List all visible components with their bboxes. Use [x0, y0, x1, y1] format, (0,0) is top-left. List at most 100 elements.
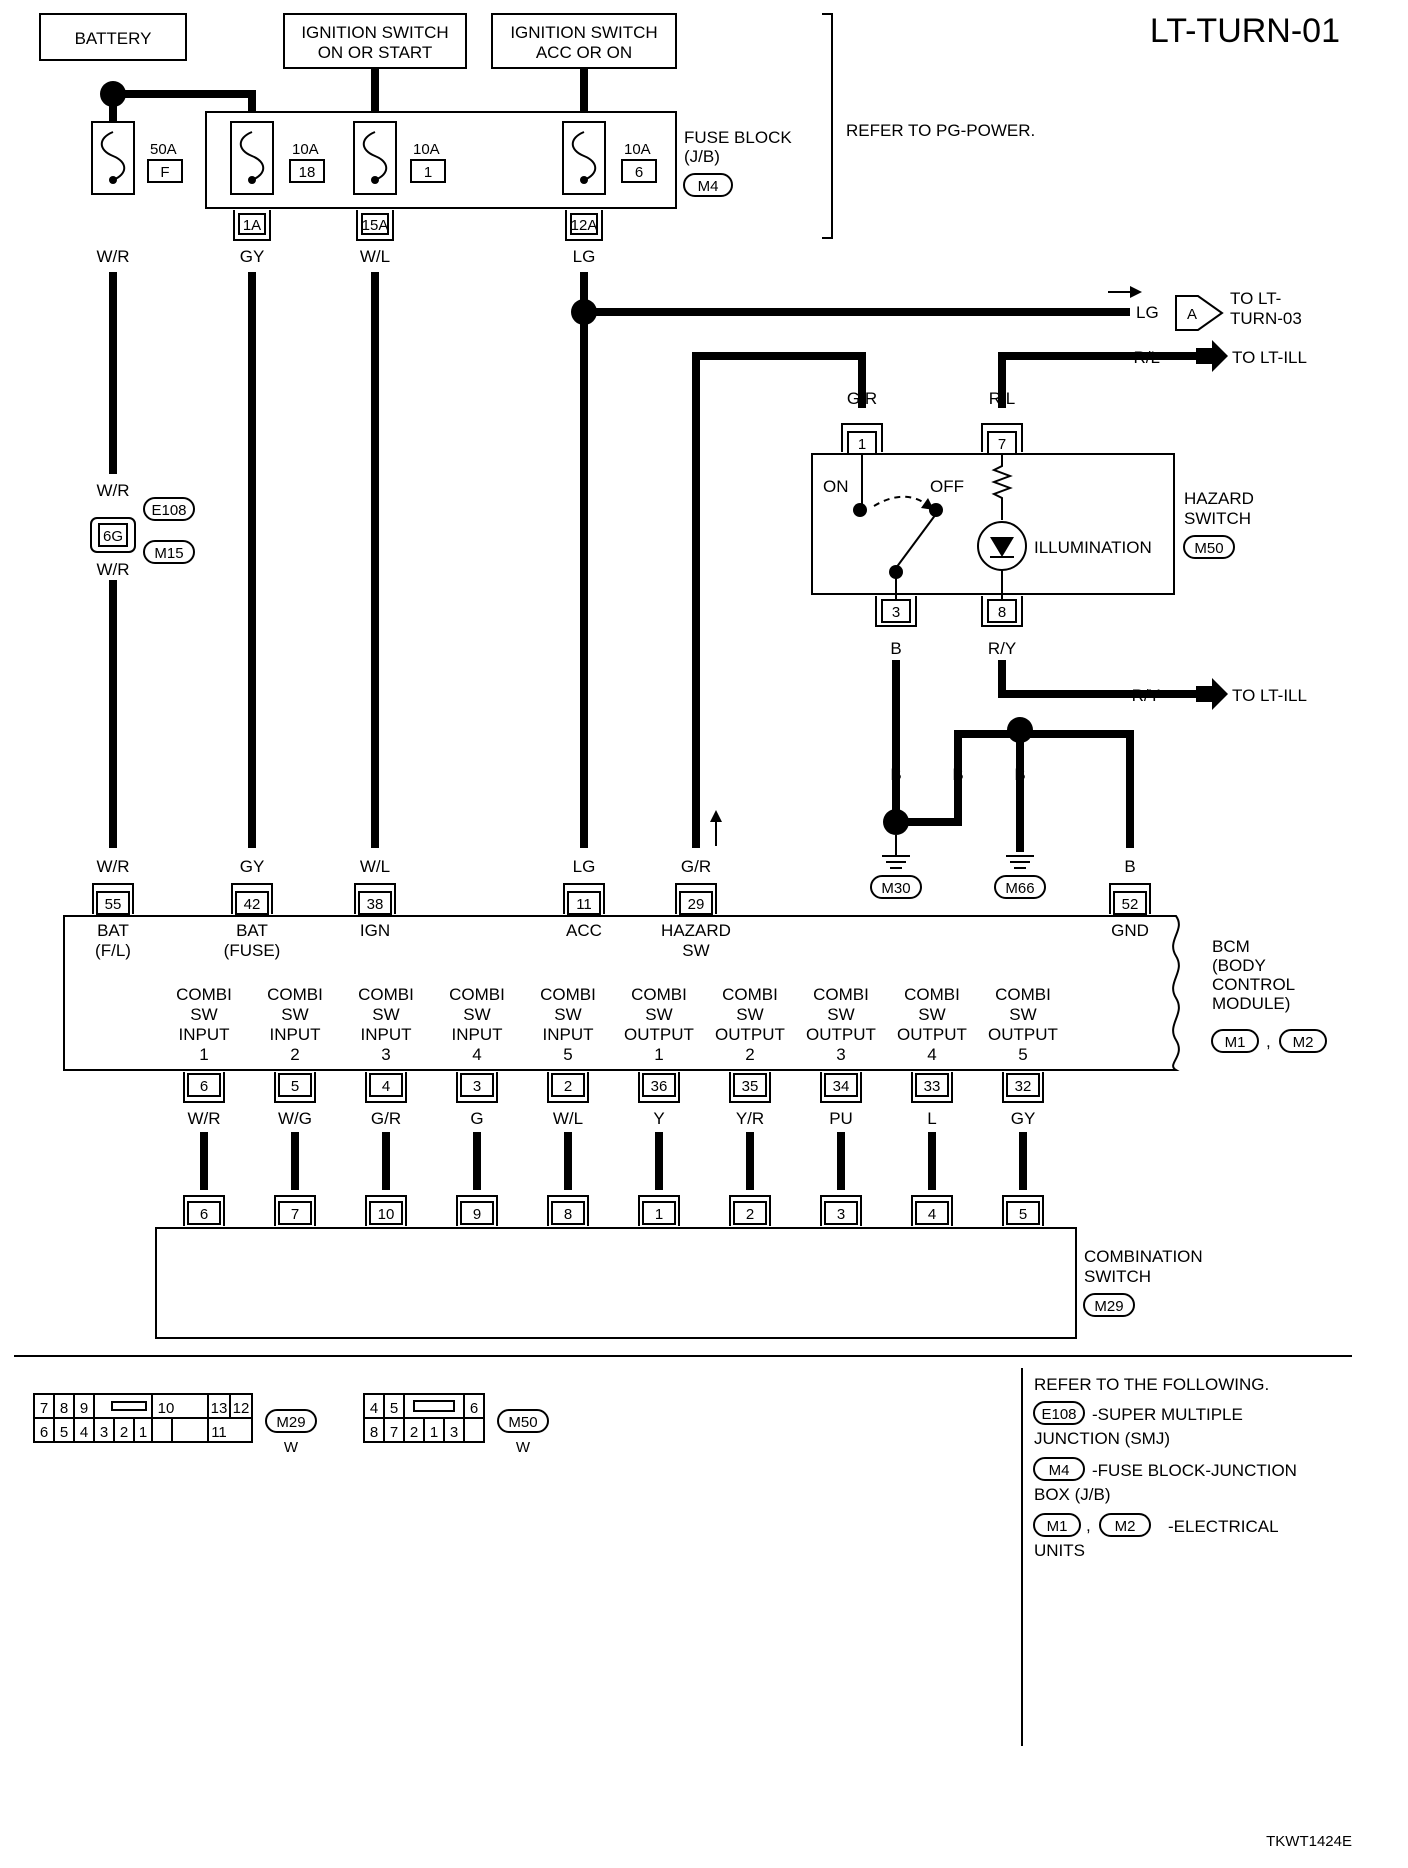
m50-face-5: 5	[390, 1400, 398, 1417]
fuse-block-connector-pill: M4	[683, 173, 733, 197]
bcm-bottom-pin-name-3: INPUT	[179, 1025, 230, 1044]
refer-m4-text-1: -FUSE BLOCK-JUNCTION	[1092, 1461, 1297, 1480]
hazard-off-label: OFF	[930, 477, 964, 496]
ground-wire-b-1: B	[890, 765, 901, 784]
combi-switch-label-2: SWITCH	[1084, 1267, 1151, 1286]
fuse-term-12a: 12A	[565, 210, 603, 241]
smj-conn-m15: M15	[154, 545, 183, 562]
bcm-top-pin-num: 52	[1122, 896, 1139, 913]
refer-m12-text-2: UNITS	[1034, 1541, 1085, 1560]
refer-code-sep: ,	[1086, 1516, 1091, 1535]
to-ill-2-wire: R/Y	[1132, 686, 1160, 705]
ground-m30: M30	[870, 835, 922, 899]
bcm-bottom-pin-name-1: COMBI	[267, 985, 323, 1004]
bcm-label-4: MODULE)	[1212, 994, 1290, 1013]
bcm-top-pins: W/R55BAT(F/L)GY42BAT(FUSE)W/L38IGNLG11AC…	[92, 857, 1151, 960]
bcm-bottom-pin-name-2: SW	[827, 1005, 854, 1024]
bcm-bottom-pin-name-1: COMBI	[995, 985, 1051, 1004]
bcm-bottom-pin-name-2: SW	[281, 1005, 308, 1024]
hazard-contact-off	[929, 503, 943, 517]
fuse-f-amp: 50A	[150, 141, 177, 158]
fuse-block-label-1: FUSE BLOCK	[684, 128, 792, 147]
bcm-bottom-pin-name-1: COMBI	[631, 985, 687, 1004]
hazard-switch-body	[811, 453, 1175, 595]
fuse-18-amp: 10A	[292, 141, 319, 158]
bcm-bottom-pin-name-3: OUTPUT	[624, 1025, 694, 1044]
power-bracket	[822, 13, 833, 239]
fuse-f: 50A F	[91, 121, 183, 195]
ground-wire-b-3: B	[1014, 765, 1025, 784]
bcm-top-wire-color: B	[1124, 857, 1135, 876]
illumination-label: ILLUMINATION	[1034, 538, 1152, 557]
bcm-bottom-wire-color: W/L	[553, 1109, 583, 1128]
m29-face-7: 7	[40, 1400, 48, 1417]
bcm-bottom-pin-name-1: COMBI	[722, 985, 778, 1004]
combi-pin-num: 4	[928, 1206, 936, 1223]
refer-e108-text-2: JUNCTION (SMJ)	[1034, 1429, 1170, 1448]
bcm-bottom-wire-color: W/G	[278, 1109, 312, 1128]
combi-pin-num: 9	[473, 1206, 481, 1223]
bcm-bottom-wire-color: Y	[653, 1109, 664, 1128]
hazard-p3-wire: B	[890, 639, 901, 658]
bcm-bottom-pin-name-2: SW	[190, 1005, 217, 1024]
to-ill-2-label: TO LT-ILL	[1232, 686, 1307, 705]
bcm-bottom-pin-name-4: 4	[927, 1045, 936, 1064]
bcm-bottom-pin-num: 2	[564, 1078, 572, 1095]
bcm-bottom-pin-name-4: 1	[654, 1045, 663, 1064]
fuse-term-15a-label: 15A	[362, 217, 389, 234]
bcm-top-wire-color: G/R	[681, 857, 711, 876]
bcm-bottom-pin-num: 35	[742, 1078, 759, 1095]
m29-face-6: 6	[40, 1424, 48, 1441]
wire-wl-fuse1: W/L	[360, 247, 390, 266]
bcm-top-wire-color: W/L	[360, 857, 390, 876]
bcm-top-pin-num: 29	[688, 896, 705, 913]
bcm-bottom-pin-name-4: 2	[745, 1045, 754, 1064]
bcm-bottom-pin-name-1: COMBI	[540, 985, 596, 1004]
bcm-bottom-pin-name-4: 4	[472, 1045, 481, 1064]
bcm-bottom-pin-name-1: COMBI	[904, 985, 960, 1004]
ground-link-wire	[896, 730, 1020, 826]
bcm-bottom-pin-name-4: 3	[381, 1045, 390, 1064]
bcm-bottom-pin-name-2: SW	[918, 1005, 945, 1024]
bcm-bottom-pin-name-2: SW	[736, 1005, 763, 1024]
combination-switch-body	[155, 1227, 1077, 1339]
wire-wr-fusef: W/R	[96, 247, 129, 266]
combi-switch-label-1: COMBINATION	[1084, 1247, 1203, 1266]
hazard-pin8: 8	[998, 604, 1006, 621]
ground-m66-label: M66	[1005, 880, 1034, 897]
m29-face-10: 10	[158, 1400, 175, 1417]
bcm-top-wire-color: W/R	[96, 857, 129, 876]
refer-code-e108: E108	[1041, 1406, 1076, 1423]
m50-face-3: 3	[450, 1424, 458, 1441]
combi-pin-num: 6	[200, 1206, 208, 1223]
ign-on-start-line1: IGNITION SWITCH	[301, 23, 448, 42]
gr-hazard-wire	[692, 352, 866, 848]
to-turn03-label-2: TURN-03	[1230, 309, 1302, 328]
page-title: LT-TURN-01	[1150, 12, 1340, 50]
bcm-bottom-pin-name-4: 1	[199, 1045, 208, 1064]
hazard-pin7: 7	[998, 436, 1006, 453]
bcm-bottom-pin-name-2: SW	[645, 1005, 672, 1024]
bcm-top-pin-num: 55	[105, 896, 122, 913]
fuse-term-1a-label: 1A	[243, 217, 261, 234]
m29-face-color: W	[284, 1439, 299, 1456]
m29-face-12: 12	[233, 1400, 250, 1417]
fuse-f-num: F	[160, 164, 169, 181]
fuse-1: 10A 1	[353, 121, 446, 195]
bcm-top-pin-name-1: IGN	[360, 921, 390, 940]
bcm-bottom-pin-num: 34	[833, 1078, 850, 1095]
bcm-top-pin-name-1: HAZARD	[661, 921, 731, 940]
m29-face-4: 4	[80, 1424, 88, 1441]
fuse-6-amp: 10A	[624, 141, 651, 158]
m29-face-1: 1	[139, 1424, 147, 1441]
